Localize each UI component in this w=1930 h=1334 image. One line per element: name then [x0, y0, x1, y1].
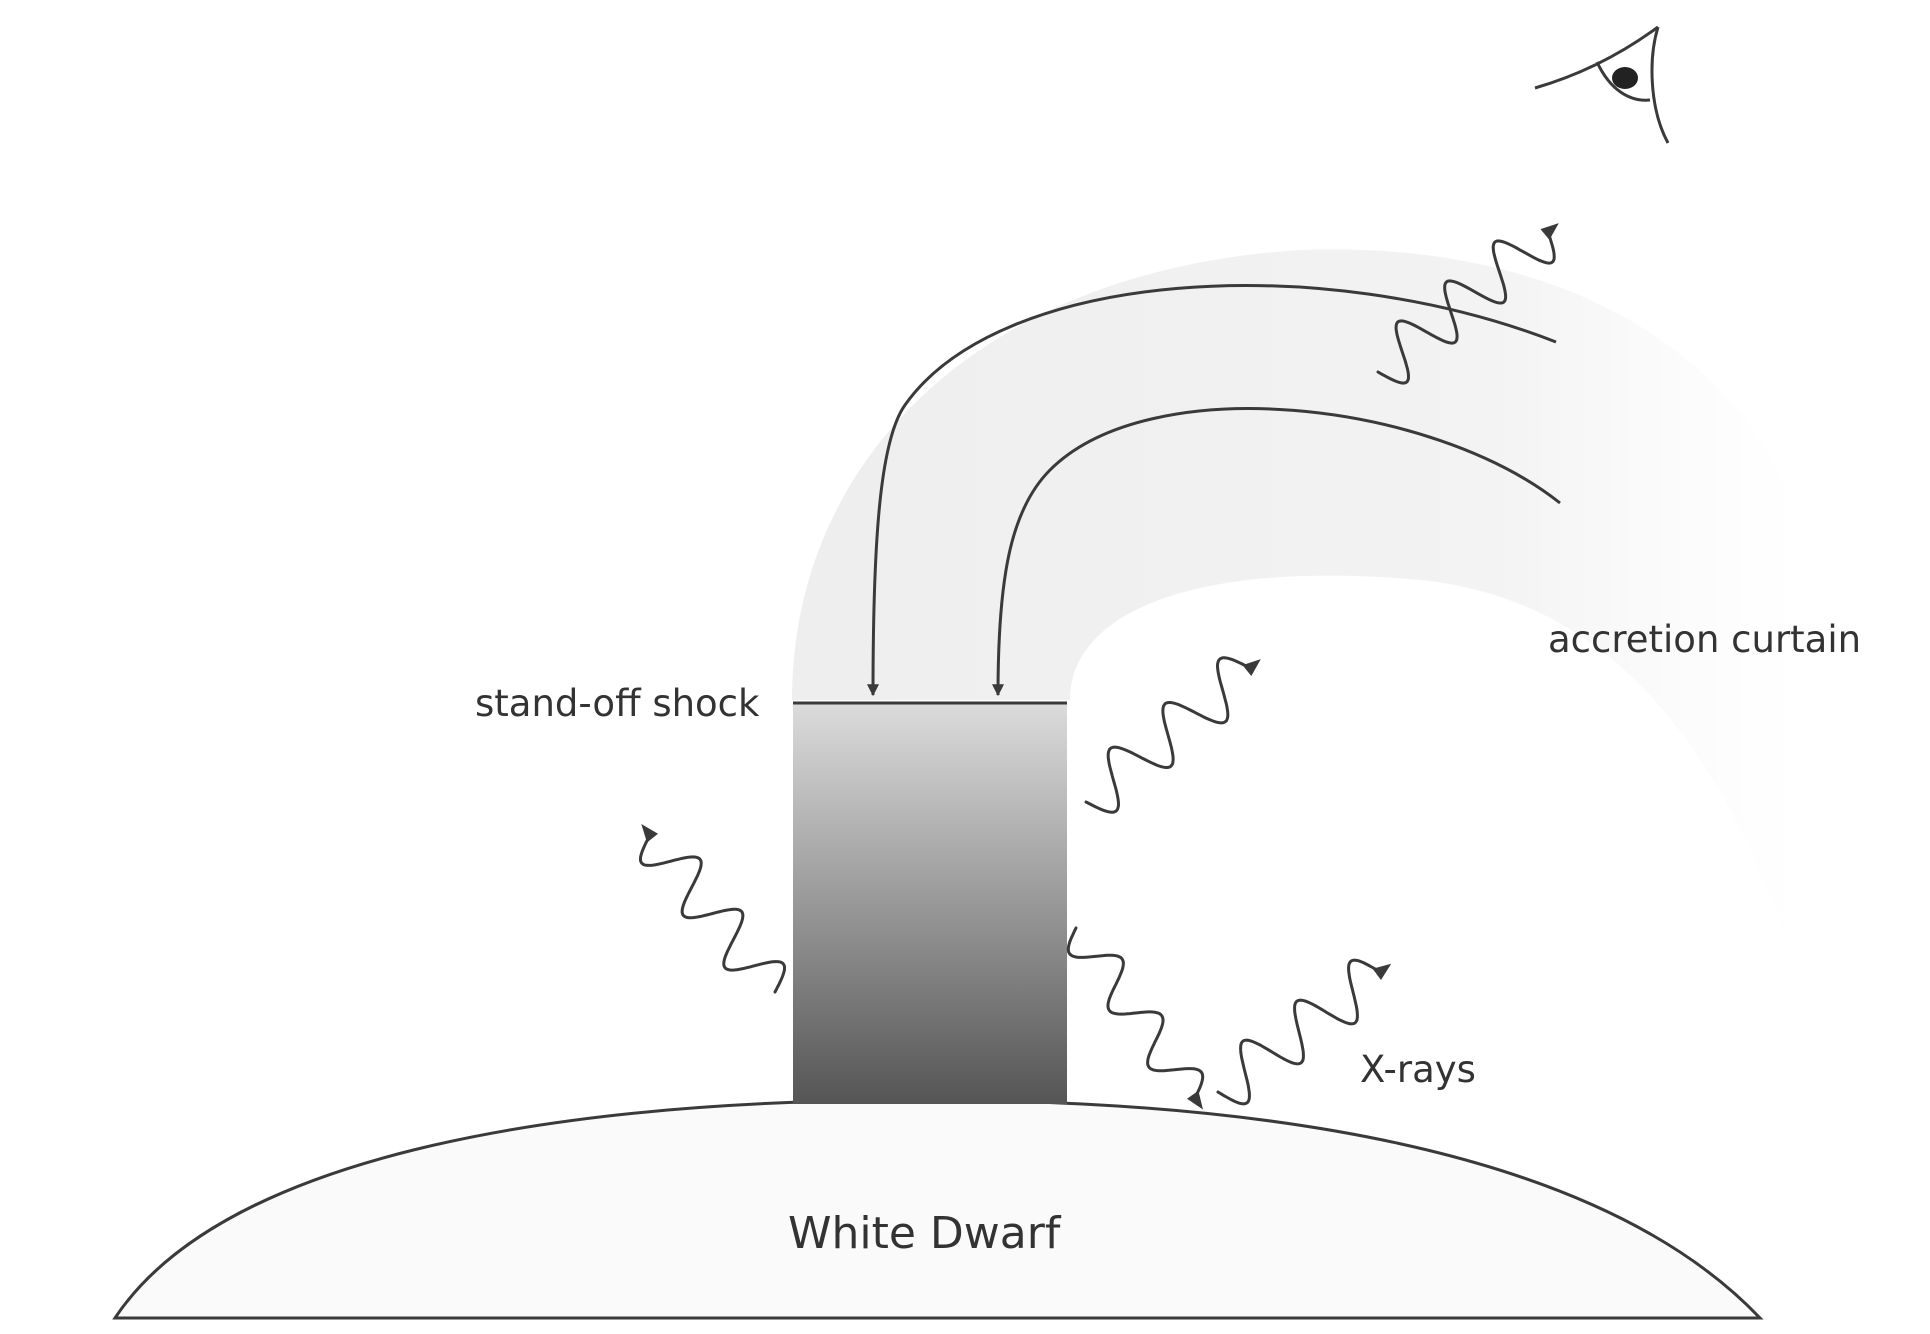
accretion-column — [793, 702, 1067, 1104]
accretion-curtain-label: accretion curtain — [1548, 618, 1861, 661]
stand-off-shock-label: stand-off shock — [475, 682, 760, 725]
xray-wave-right-upper-arrowhead — [1242, 659, 1261, 676]
xray-wave-right-lower-arrowhead — [1187, 1090, 1203, 1110]
xray-wave-left-arrowhead — [641, 824, 658, 843]
outer-flow-arrow — [867, 284, 1557, 697]
xrays-label: X-rays — [1360, 1048, 1476, 1091]
xray-wave-left — [639, 833, 786, 994]
white-dwarf-label: White Dwarf — [788, 1208, 1062, 1259]
xray-wave-observer — [1376, 230, 1556, 385]
xray-wave-observer-arrowhead — [1540, 223, 1559, 240]
xray-wave-right-lower — [1066, 926, 1205, 1100]
accretion-curtain — [792, 249, 1800, 980]
xray-wave-near-label-arrowhead — [1372, 963, 1392, 980]
inner-flow-arrow — [992, 407, 1561, 697]
xray-wave-right-upper — [1084, 656, 1252, 814]
xray-wave-near-label — [1216, 958, 1382, 1106]
eye-icon — [1534, 25, 1670, 144]
